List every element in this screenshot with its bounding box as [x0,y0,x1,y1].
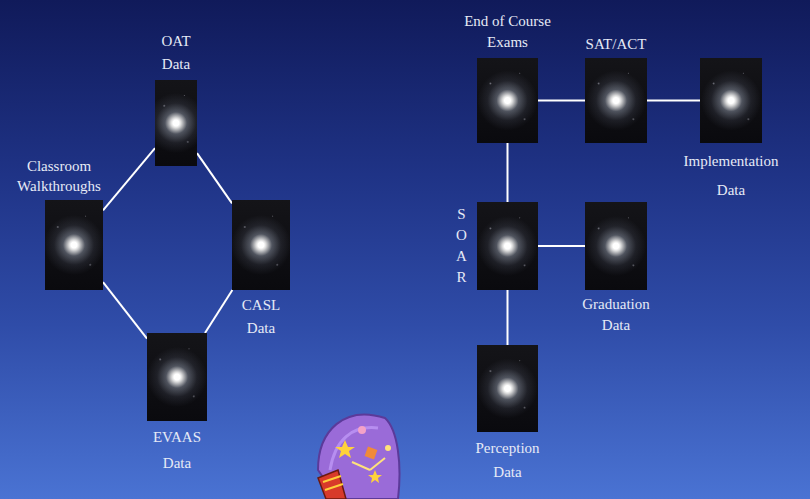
node-label: OAT Data [154,30,199,77]
star-node: End of Course Exams [477,58,538,143]
connector-line [197,153,232,203]
connector-line [538,100,585,101]
node-label: CASL Data [236,294,286,341]
connector-line [538,246,585,247]
node-label: Perception Data [465,436,550,484]
node-label: S O A R [454,204,469,288]
star-node: Implementation Data [700,58,762,143]
star-node: Classroom Walkthroughs [45,200,103,290]
star-node: OAT Data [155,80,197,166]
star-node: EVAAS Data [147,333,207,421]
star-node: S O A R [477,202,538,290]
connector-line [205,290,232,333]
star-node: Graduation Data [585,202,647,290]
connector-line [507,290,508,345]
connector-line [507,143,508,202]
node-label: End of Course Exams [458,11,558,55]
connector-line [647,100,700,101]
node-label: Graduation Data [574,294,659,336]
star-node: Perception Data [477,345,538,432]
node-label: Classroom Walkthroughs [9,157,109,196]
node-label: EVAAS Data [147,425,207,476]
star-node: SAT/ACT [585,58,647,143]
node-label: Implementation Data [677,147,785,204]
connector-line [103,148,155,210]
star-node: CASL Data [232,200,290,290]
connector-line [103,282,147,338]
node-label: SAT/ACT [576,35,656,55]
